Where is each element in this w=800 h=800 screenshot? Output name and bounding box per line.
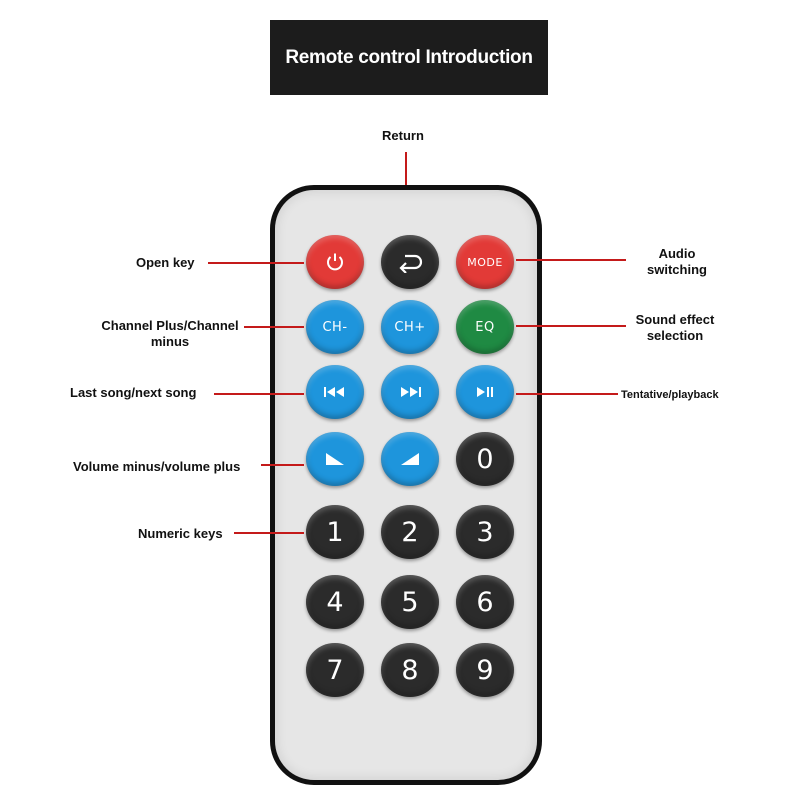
digit-2-label: 2 [401,516,419,548]
label-open-key: Open key [136,255,195,270]
pointer-audio-switching [516,259,626,261]
power-icon [324,251,346,273]
digit-9-label: 9 [476,654,494,686]
label-channel: Channel Plus/Channel minus [101,318,239,349]
ch-minus-label: CH- [322,319,348,335]
digit-5-label: 5 [401,586,419,618]
page-title: Remote control Introduction [270,20,548,95]
pointer-sound-effect [516,325,626,327]
digit-3-label: 3 [476,516,494,548]
label-volume: Volume minus/volume plus [73,459,241,474]
volume-up-button[interactable] [381,432,439,486]
pointer-open-key [208,262,304,264]
volume-up-icon [400,452,420,466]
digit-4-button[interactable]: 4 [306,575,364,629]
digit-6-label: 6 [476,586,494,618]
return-button[interactable] [381,235,439,289]
play-pause-icon [474,386,496,398]
label-audio-switching: Audio switching [647,246,707,277]
eq-label: EQ [475,319,495,335]
digit-5-button[interactable]: 5 [381,575,439,629]
digit-9-button[interactable]: 9 [456,643,514,697]
label-return: Return [382,128,424,143]
digit-8-label: 8 [401,654,419,686]
previous-track-button[interactable] [306,365,364,419]
power-button[interactable] [306,235,364,289]
ch-plus-label: CH+ [394,319,426,335]
previous-track-icon [323,386,347,398]
digit-2-button[interactable]: 2 [381,505,439,559]
pointer-last-next-song [214,393,304,395]
label-last-next-song: Last song/next song [70,385,197,400]
volume-down-button[interactable] [306,432,364,486]
label-numeric-keys: Numeric keys [138,526,223,541]
play-pause-button[interactable] [456,365,514,419]
label-sound-effect: Sound effect selection [635,312,715,343]
pointer-volume [261,464,304,466]
digit-8-button[interactable]: 8 [381,643,439,697]
digit-1-button[interactable]: 1 [306,505,364,559]
digit-4-label: 4 [326,586,344,618]
mode-label: MODE [467,255,503,269]
volume-down-icon [325,452,345,466]
digit-0-button[interactable]: 0 [456,432,514,486]
digit-1-label: 1 [326,516,344,548]
ch-minus-button[interactable]: CH- [306,300,364,354]
digit-6-button[interactable]: 6 [456,575,514,629]
return-arrow-icon [396,251,424,273]
digit-0-label: 0 [476,443,494,475]
eq-button[interactable]: EQ [456,300,514,354]
pointer-numeric-keys [234,532,304,534]
next-track-button[interactable] [381,365,439,419]
mode-button[interactable]: MODE [456,235,514,289]
next-track-icon [398,386,422,398]
pointer-channel [244,326,304,328]
digit-3-button[interactable]: 3 [456,505,514,559]
pointer-tentative-playback [516,393,618,395]
ch-plus-button[interactable]: CH+ [381,300,439,354]
label-tentative-playback: Tentative/playback [621,389,719,401]
digit-7-label: 7 [326,654,344,686]
digit-7-button[interactable]: 7 [306,643,364,697]
